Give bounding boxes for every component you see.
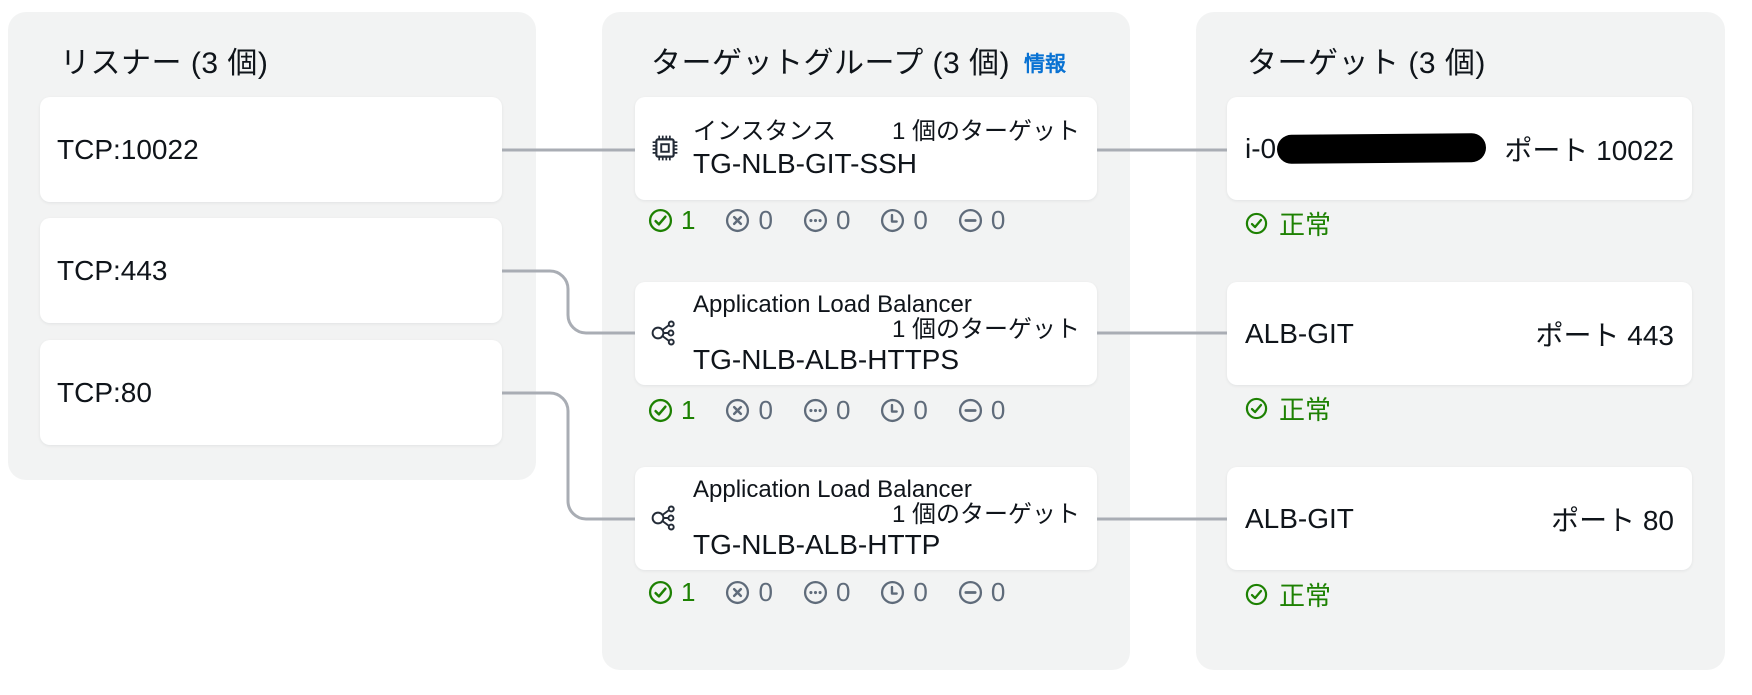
initial-clock-icon (881, 580, 905, 604)
target-group-type: Application Load Balancer (693, 476, 972, 503)
healthy-count: 1 (648, 205, 695, 236)
listener-protocol-port[interactable]: TCP:80 (57, 376, 152, 408)
target2-health-status: 正常 (1245, 393, 1331, 425)
unused-minus-icon (958, 398, 982, 422)
instance-chip-icon (652, 135, 678, 161)
healthy-check-icon (648, 398, 673, 422)
initial-clock-icon (881, 208, 905, 232)
unused-count: 0 (958, 205, 1005, 236)
target-card-instance[interactable]: i-0 ポート 10022 (1227, 97, 1692, 200)
unused-count: 0 (958, 395, 1005, 426)
unhealthy-count: 0 (725, 205, 773, 236)
target-group-name[interactable]: TG-NLB-ALB-HTTPS (693, 344, 960, 375)
unused-minus-icon (958, 580, 982, 604)
initial-count: 0 (880, 205, 928, 236)
target-group-card-top-row: インスタンス 1 個のターゲット (693, 118, 1080, 146)
target-group-card-tg-nlb-git-ssh[interactable]: インスタンス 1 個のターゲット TG-NLB-GIT-SSH (635, 97, 1097, 200)
target-group-name[interactable]: TG-NLB-ALB-HTTP (693, 529, 941, 560)
pending-ellipsis-icon (803, 580, 827, 604)
target-groups-title-text: ターゲットグループ (3 個) (651, 47, 1011, 80)
unused-minus-icon (958, 208, 982, 232)
listener-card-tcp-80[interactable]: TCP:80 (40, 340, 502, 445)
unhealthy-count: 0 (725, 395, 773, 426)
pending-count: 0 (803, 205, 850, 236)
pending-count: 0 (803, 577, 850, 608)
target-groups-panel-title: ターゲットグループ (3 個) 情報 (651, 43, 1066, 86)
targets-panel-title: ターゲット (3 個) (1247, 43, 1486, 85)
target-count-label: 1 個のターゲット (891, 501, 1080, 528)
listener-card-tcp-443[interactable]: TCP:443 (40, 218, 502, 323)
target-group-card-tg-nlb-alb-http[interactable]: Application Load Balancer 1 個のターゲット TG-N… (635, 467, 1097, 570)
target-group-name[interactable]: TG-NLB-GIT-SSH (693, 148, 918, 179)
redaction-bar (1277, 133, 1487, 164)
target-card-alb-git-80[interactable]: ALB-GIT ポート 80 (1227, 467, 1692, 570)
info-link[interactable]: 情報 (1024, 53, 1067, 76)
tg2-health-counts: 1 0 0 0 0 (648, 395, 1005, 425)
health-status-label: 正常 (1279, 394, 1332, 425)
healthy-check-icon (648, 208, 673, 232)
health-status-label: 正常 (1279, 580, 1332, 611)
unused-count: 0 (958, 577, 1005, 608)
target-group-type: Application Load Balancer (693, 291, 972, 318)
tg3-health-counts: 1 0 0 0 0 (648, 577, 1005, 607)
unhealthy-x-icon (726, 398, 750, 422)
healthy-count: 1 (648, 395, 695, 426)
target1-health-status: 正常 (1245, 208, 1331, 240)
healthy-check-icon (1245, 212, 1268, 234)
target-groups-panel: ターゲットグループ (3 個)情報 インスタンス 1 個のターゲッ (602, 12, 1130, 670)
unhealthy-x-icon (726, 208, 750, 232)
health-status-label: 正常 (1279, 209, 1332, 240)
target-port: ポート 10022 (1504, 134, 1674, 166)
healthy-check-icon (648, 580, 673, 604)
target-id-text[interactable]: ALB-GIT (1245, 502, 1354, 534)
target-id-text[interactable]: ALB-GIT (1245, 317, 1354, 349)
listeners-title-text: リスナー (3 個) (60, 47, 269, 80)
load-balancer-icon (651, 505, 675, 531)
initial-count: 0 (880, 577, 928, 608)
target-count-label: 1 個のターゲット (891, 316, 1080, 343)
unhealthy-x-icon (726, 580, 750, 604)
target-card-alb-git-443[interactable]: ALB-GIT ポート 443 (1227, 282, 1692, 385)
target-port: ポート 80 (1551, 504, 1674, 536)
initial-count: 0 (880, 395, 928, 426)
target3-health-status: 正常 (1245, 579, 1331, 611)
unhealthy-count: 0 (725, 577, 773, 608)
target-group-type: インスタンス (693, 118, 837, 145)
target-id[interactable]: ALB-GIT (1245, 503, 1354, 535)
pending-count: 0 (803, 395, 850, 426)
pending-ellipsis-icon (803, 398, 827, 422)
listeners-panel-title: リスナー (3 個) (60, 43, 268, 85)
target-id[interactable]: i-0 (1245, 132, 1487, 165)
target-group-card-tg-nlb-alb-https[interactable]: Application Load Balancer 1 個のターゲット TG-N… (635, 282, 1097, 385)
initial-clock-icon (881, 398, 905, 422)
pending-ellipsis-icon (803, 208, 827, 232)
target-count-label: 1 個のターゲット (891, 118, 1080, 145)
targets-panel: ターゲット (3 個) i-0 ポート 10022 正常 ALB-GIT ポート… (1196, 12, 1725, 670)
target-id[interactable]: ALB-GIT (1245, 318, 1354, 350)
listeners-panel: リスナー (3 個) TCP:10022 TCP:443 TCP:80 (8, 12, 536, 480)
target-port: ポート 443 (1535, 319, 1675, 351)
targets-title-text: ターゲット (3 個) (1247, 47, 1486, 80)
healthy-check-icon (1245, 583, 1268, 605)
load-balancer-icon (651, 320, 675, 346)
healthy-check-icon (1245, 397, 1268, 419)
target-id-text[interactable]: i-0 (1245, 132, 1277, 164)
tg1-health-counts: 1 0 0 0 0 (648, 205, 1005, 235)
healthy-count: 1 (648, 577, 695, 608)
listener-protocol-port[interactable]: TCP:443 (57, 254, 168, 286)
listener-protocol-port[interactable]: TCP:10022 (57, 133, 199, 165)
listener-card-tcp-10022[interactable]: TCP:10022 (40, 97, 502, 202)
